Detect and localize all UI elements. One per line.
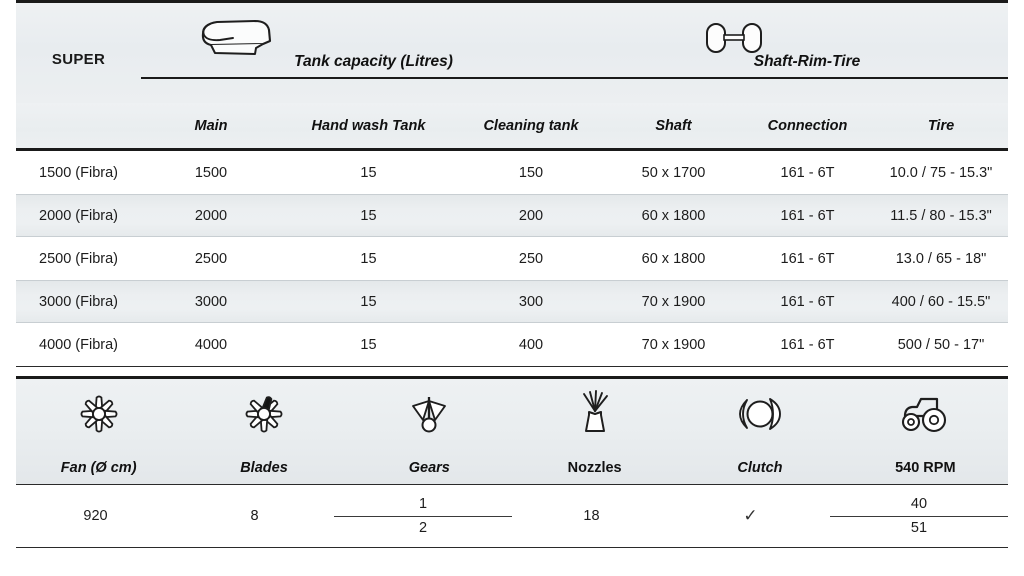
rpm-value-bottom: 51 [910, 519, 928, 536]
table-row: 2500 (Fibra) 2500 15 250 60 x 1800 161 -… [16, 237, 1008, 280]
table-bottom-rule [16, 366, 1008, 367]
cell-cleaning: 200 [518, 207, 544, 224]
cell-main: 4000 [194, 336, 228, 353]
cell-cleaning: 150 [518, 164, 544, 181]
cell-hand-wash: 15 [360, 164, 377, 181]
cell-connection: 161 - 6T [780, 250, 835, 267]
cell-shaft: 70 x 1900 [641, 293, 706, 310]
features-mid-rule [16, 484, 1008, 485]
column-header-tire: Tire [927, 117, 955, 134]
gears-fraction: 1 2 [334, 495, 512, 538]
column-header-row: Main Hand wash Tank Cleaning tank Shaft … [16, 103, 1008, 148]
tank-icon [188, 11, 284, 63]
column-header-shaft: Shaft [655, 117, 692, 134]
cell-model: 2000 (Fibra) [39, 207, 118, 224]
cell-model: 3000 (Fibra) [39, 293, 118, 310]
rpm-fraction: 40 51 [830, 495, 1008, 538]
features-bottom-rule [16, 547, 1008, 548]
cell-tire: 10.0 / 75 - 15.3" [889, 164, 993, 181]
feature-value-fan: 920 [83, 508, 108, 524]
cell-main: 2500 [194, 250, 228, 267]
feature-label: Fan (Ø cm) [60, 460, 137, 476]
features-value-row: 920 8 1 2 18 ✓ 40 51 [16, 485, 1008, 547]
brand-label: SUPER [51, 50, 106, 68]
cell-hand-wash: 15 [360, 336, 377, 353]
column-header-hand-wash: Hand wash Tank [311, 117, 426, 134]
gearshift-icon [404, 388, 454, 440]
cell-tire: 400 / 60 - 15.5" [891, 293, 991, 310]
group-label: Shaft-Rim-Tire [753, 53, 861, 70]
cell-model: 1500 (Fibra) [39, 164, 118, 181]
cell-connection: 161 - 6T [780, 336, 835, 353]
cell-shaft: 50 x 1700 [641, 164, 706, 181]
header-bottom-rule [16, 148, 1008, 151]
feature-label: Nozzles [567, 460, 622, 476]
gears-value-bottom: 2 [418, 519, 428, 536]
feature-column-blades: Blades [181, 379, 346, 484]
cell-hand-wash: 15 [360, 293, 377, 310]
column-header-connection: Connection [767, 117, 848, 134]
fan-icon [75, 388, 123, 440]
feature-column-fan: Fan (Ø cm) [16, 379, 181, 484]
cell-tire: 500 / 50 - 17" [897, 336, 985, 353]
cell-model: 2500 (Fibra) [39, 250, 118, 267]
group-underline [606, 77, 1008, 79]
cell-main: 2000 [194, 207, 228, 224]
cell-model: 4000 (Fibra) [39, 336, 118, 353]
cell-hand-wash: 15 [360, 207, 377, 224]
feature-column-rpm: 540 RPM [843, 379, 1008, 484]
feature-label: Gears [408, 460, 450, 476]
features-header-row: Fan (Ø cm) [16, 379, 1008, 484]
axle-icon [686, 11, 782, 63]
cell-cleaning: 400 [518, 336, 544, 353]
group-underline [141, 77, 606, 79]
cell-main: 3000 [194, 293, 228, 310]
table-row: 4000 (Fibra) 4000 15 400 70 x 1900 161 -… [16, 323, 1008, 366]
features-panel: Fan (Ø cm) [16, 376, 1008, 548]
cell-connection: 161 - 6T [780, 207, 835, 224]
table-row: 1500 (Fibra) 1500 15 150 50 x 1700 161 -… [16, 151, 1008, 194]
feature-label: Clutch [737, 460, 783, 476]
feature-column-nozzles: Nozzles [512, 379, 677, 484]
blade-icon [240, 388, 288, 440]
table-row: 3000 (Fibra) 3000 15 300 70 x 1900 161 -… [16, 280, 1008, 323]
tractor-icon [895, 388, 955, 440]
cell-main: 1500 [194, 164, 228, 181]
cell-connection: 161 - 6T [780, 164, 835, 181]
table-row: 2000 (Fibra) 2000 15 200 60 x 1800 161 -… [16, 194, 1008, 237]
cell-shaft: 60 x 1800 [641, 207, 706, 224]
fraction-bar [830, 515, 1008, 517]
cell-tire: 11.5 / 80 - 15.3" [890, 207, 992, 224]
feature-column-clutch: Clutch [677, 379, 842, 484]
feature-column-gears: Gears [347, 379, 512, 484]
feature-value-nozzles: 18 [583, 508, 600, 524]
table-top-rule [16, 0, 1008, 3]
cell-cleaning: 300 [518, 293, 544, 310]
feature-value-rpm: 40 51 [830, 485, 1008, 547]
nozzle-icon [571, 388, 619, 440]
column-header-main: Main [194, 117, 228, 134]
cell-connection: 161 - 6T [780, 293, 835, 310]
group-tank-capacity: Tank capacity (Litres) [141, 3, 606, 103]
feature-label: Blades [240, 460, 288, 476]
feature-value-clutch: ✓ [743, 506, 758, 525]
features-top-rule [16, 376, 1008, 379]
gears-value-top: 1 [418, 495, 428, 512]
cell-shaft: 60 x 1800 [641, 250, 706, 267]
group-shaft-rim-tire: Shaft-Rim-Tire [606, 3, 1008, 103]
feature-label: 540 RPM [895, 460, 956, 476]
specification-table: SUPER Tank capacity (Litres) [16, 0, 1008, 367]
cell-hand-wash: 15 [360, 250, 377, 267]
fraction-bar [334, 515, 512, 517]
column-header-cleaning: Cleaning tank [483, 117, 579, 134]
cell-cleaning: 250 [518, 250, 544, 267]
feature-value-blades: 8 [250, 508, 259, 524]
group-label: Tank capacity (Litres) [294, 53, 453, 70]
clutch-icon [732, 388, 788, 440]
cell-shaft: 70 x 1900 [641, 336, 706, 353]
rpm-value-top: 40 [910, 495, 928, 512]
group-header-row: SUPER Tank capacity (Litres) [16, 3, 1008, 103]
cell-tire: 13.0 / 65 - 18" [895, 250, 987, 267]
feature-value-gears: 1 2 [334, 485, 512, 547]
